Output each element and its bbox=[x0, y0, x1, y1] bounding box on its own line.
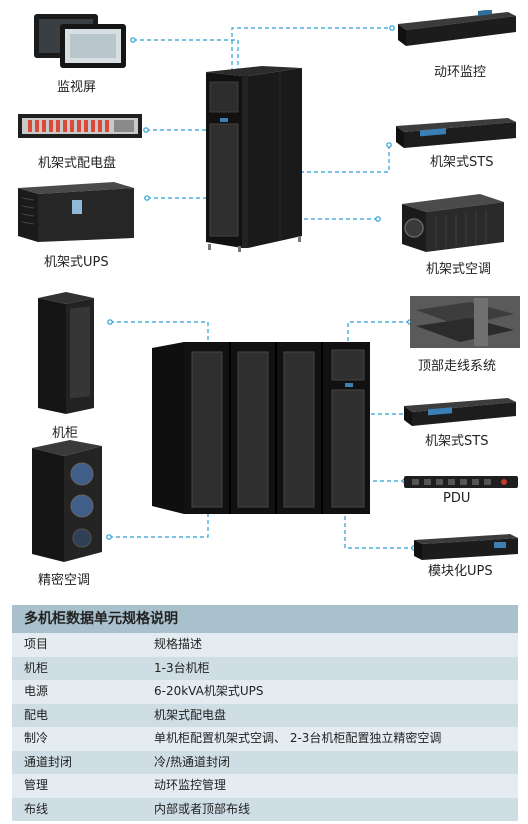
spec-desc: 机架式配电盘 bbox=[154, 707, 227, 722]
label-cabinet: 机柜 bbox=[52, 426, 79, 441]
cabinet-image bbox=[38, 292, 94, 414]
label-rack-ups: 机架式UPS bbox=[44, 255, 109, 270]
spec-desc: 6-20kVA机架式UPS bbox=[154, 684, 264, 698]
table-row: 通道封闭 冷/热通道封闭 bbox=[12, 750, 518, 774]
spec-table-header-row: 项目 规格描述 bbox=[12, 633, 518, 657]
precision-ac-image bbox=[32, 440, 102, 562]
rack-ups-image bbox=[18, 182, 134, 242]
label-rack-sts-bottom: 机架式STS bbox=[425, 434, 489, 449]
pdu-image bbox=[404, 476, 518, 488]
spec-desc: 1-3台机柜 bbox=[154, 660, 210, 675]
label-modular-ups: 模块化UPS bbox=[428, 564, 493, 579]
table-row: 布线 内部或者顶部布线 bbox=[12, 797, 518, 821]
table-row: 电源 6-20kVA机架式UPS bbox=[12, 680, 518, 704]
label-pdu: PDU bbox=[443, 491, 471, 506]
spec-item: 布线 bbox=[24, 801, 49, 816]
label-rack-sts-top: 机架式STS bbox=[430, 155, 494, 170]
label-rack-pdu-panel: 机架式配电盘 bbox=[38, 156, 117, 171]
spec-table: 多机柜数据单元规格说明 项目 规格描述 机柜 1-3台机柜 电源 6-20kVA… bbox=[12, 605, 518, 821]
spec-table-title: 多机柜数据单元规格说明 bbox=[12, 605, 518, 633]
spec-item: 配电 bbox=[24, 707, 49, 722]
env-monitor-image bbox=[398, 10, 516, 46]
rack-sts-bottom-image bbox=[404, 398, 516, 426]
rack-ac-image bbox=[402, 194, 504, 252]
spec-header-item: 项目 bbox=[24, 637, 49, 651]
spec-item: 通道封闭 bbox=[24, 754, 73, 769]
multi-cabinet-image bbox=[152, 342, 370, 514]
label-monitor-screen: 监视屏 bbox=[57, 80, 97, 95]
spec-desc: 动环监控管理 bbox=[154, 778, 227, 792]
spec-desc: 内部或者顶部布线 bbox=[154, 801, 251, 816]
label-top-cabling: 顶部走线系统 bbox=[418, 359, 497, 374]
rack-sts-top-image bbox=[396, 118, 516, 148]
rack-pdu-panel-image bbox=[18, 114, 142, 138]
label-env-monitor: 动环监控 bbox=[434, 65, 487, 80]
spec-table-body: 项目 规格描述 机柜 1-3台机柜 电源 6-20kVA机架式UPS 配电 机架… bbox=[12, 633, 518, 821]
top-cabling-image bbox=[410, 296, 520, 348]
table-row: 管理 动环监控管理 bbox=[12, 774, 518, 798]
spec-header-desc: 规格描述 bbox=[154, 637, 203, 651]
label-rack-ac: 机架式空调 bbox=[426, 262, 492, 277]
spec-item: 制冷 bbox=[24, 731, 49, 745]
modular-ups-image bbox=[414, 534, 518, 560]
spec-item: 管理 bbox=[24, 778, 49, 792]
spec-desc: 冷/热通道封闭 bbox=[154, 754, 231, 769]
table-row: 制冷 单机柜配置机架式空调、 2-3台机柜配置独立精密空调 bbox=[12, 727, 518, 751]
spec-desc: 单机柜配置机架式空调、 2-3台机柜配置独立精密空调 bbox=[154, 731, 442, 745]
label-precision-ac: 精密空调 bbox=[38, 573, 91, 588]
table-row: 配电 机架式配电盘 bbox=[12, 703, 518, 727]
single-cabinet-image bbox=[206, 66, 302, 252]
monitor-screen-image bbox=[34, 14, 126, 68]
spec-item: 机柜 bbox=[24, 660, 49, 675]
spec-item: 电源 bbox=[24, 684, 49, 698]
table-row: 机柜 1-3台机柜 bbox=[12, 656, 518, 680]
